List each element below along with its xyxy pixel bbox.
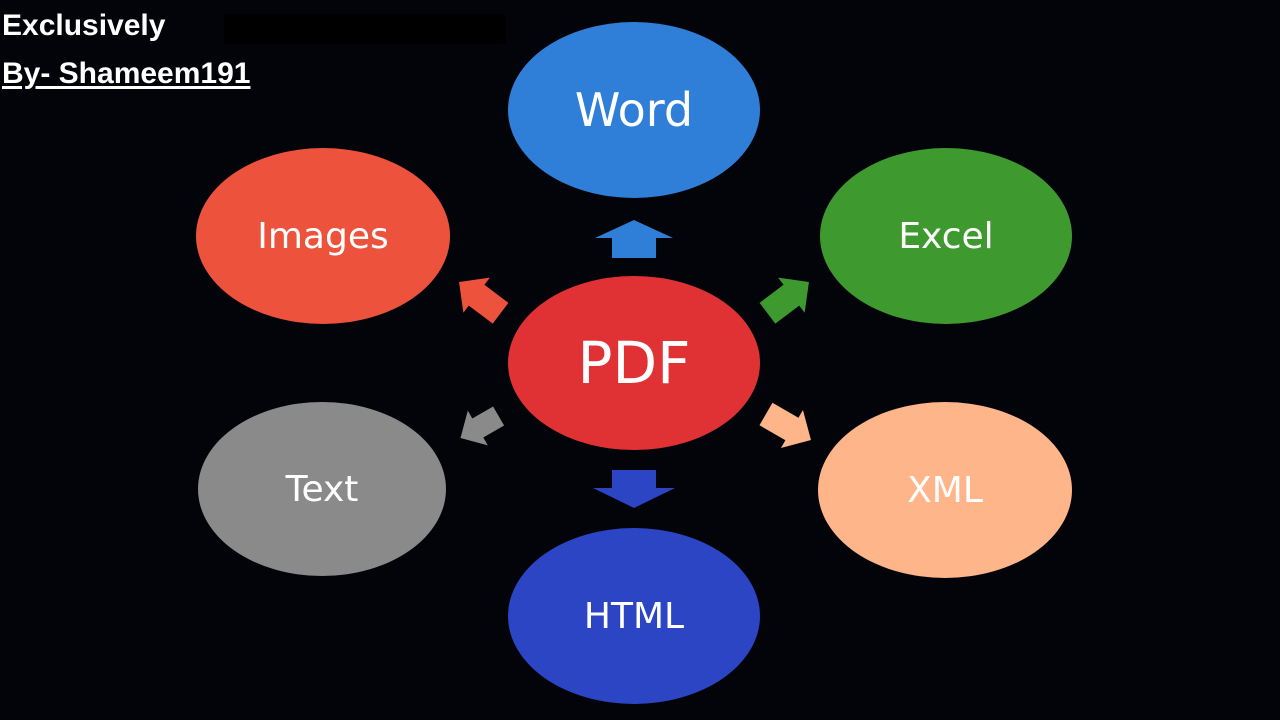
xml-node: XML [818,402,1072,578]
text-node: Text [198,402,446,576]
arrow-to-html [593,470,675,508]
arrow-to-excel [759,277,809,324]
excel-node: Excel [820,148,1072,324]
html-label: HTML [583,595,685,637]
xml-label: XML [907,469,983,511]
images-label: Images [257,215,389,257]
pdf-center-node: PDF [508,276,760,450]
arrow-to-images [459,277,509,324]
word-label: Word [574,83,694,137]
word-node: Word [508,22,760,198]
arrow-to-word [595,220,673,258]
images-node: Images [196,148,450,324]
pdf-label: PDF [577,329,691,397]
credit-line-author: By- Shameem191 [2,57,251,90]
html-node: HTML [508,528,760,704]
arrow-to-text [460,406,505,446]
redaction-bar [224,14,506,44]
text-label: Text [285,468,359,510]
credit-line-exclusively: Exclusively [2,9,166,42]
excel-label: Excel [898,215,994,257]
arrow-to-xml [759,402,811,449]
